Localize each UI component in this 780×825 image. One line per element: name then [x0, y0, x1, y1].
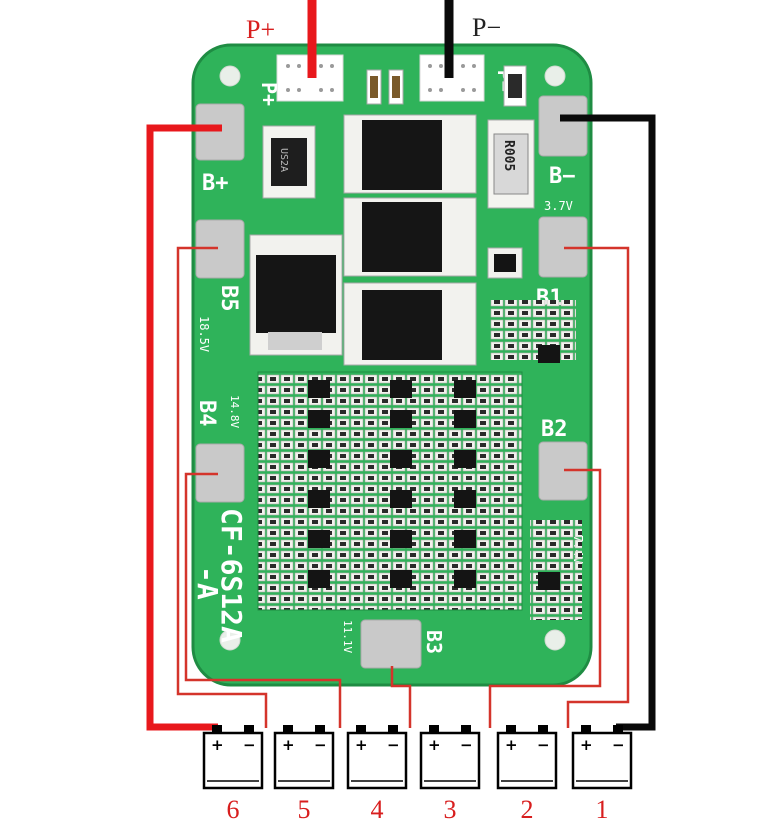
diode	[271, 138, 307, 186]
battery-cell-5: + − 5	[273, 725, 335, 824]
silk-p-plus: P+	[257, 82, 281, 106]
cell-number-label: 2	[521, 795, 534, 824]
cell-minus-sign: −	[612, 736, 625, 754]
mounting-hole	[219, 629, 241, 651]
shunt-label: R005	[501, 140, 516, 171]
silk-b3: B3	[422, 630, 446, 654]
cell-positive-terminal	[283, 725, 293, 733]
transistor	[538, 572, 560, 590]
cell-minus-sign: −	[243, 736, 256, 754]
wire-b1	[564, 246, 630, 728]
b-minus-wire	[560, 114, 656, 731]
cell-plus-sign: +	[211, 736, 224, 754]
balance-wires	[176, 246, 630, 728]
mounting-hole	[544, 65, 566, 87]
cell-negative-terminal	[315, 725, 325, 733]
silk-b2: B2	[541, 417, 568, 442]
pad-b-minus	[538, 95, 588, 157]
silk-model-line2: -A	[191, 566, 224, 600]
mosfet	[362, 290, 442, 360]
cell-body	[571, 731, 633, 790]
cell-minus-sign: −	[537, 736, 550, 754]
cell-plus-sign: +	[505, 736, 518, 754]
cell-negative-terminal	[461, 725, 471, 733]
mosfet	[362, 120, 442, 190]
cell-plus-sign: +	[428, 736, 441, 754]
battery-cell-3: + − 3	[419, 725, 481, 824]
diode-label: US2A	[278, 148, 289, 172]
balancing-ics	[308, 380, 476, 588]
battery-cell-6: + − 6	[202, 725, 264, 824]
cell-number-label: 5	[298, 795, 311, 824]
wire-b3	[390, 666, 412, 728]
cell-negative-terminal	[388, 725, 398, 733]
cell-plus-sign: +	[580, 736, 593, 754]
silk-voltage-14v8: 14.8V	[228, 395, 241, 428]
cell-positive-terminal	[506, 725, 516, 733]
battery-cells: + − 6 + − 5 + − 4 + − 3 + − 2 + − 1	[202, 725, 633, 824]
mounting-hole	[219, 65, 241, 87]
cell-plus-sign: +	[355, 736, 368, 754]
cell-minus-sign: −	[387, 736, 400, 754]
label-p-plus: P+	[246, 15, 275, 44]
cell-minus-sign: −	[314, 736, 327, 754]
wire-b5	[176, 246, 268, 728]
cell-body	[273, 731, 335, 790]
cell-number-label: 6	[227, 795, 240, 824]
silk-b-minus: B−	[549, 164, 576, 189]
cell-positive-terminal	[356, 725, 366, 733]
silk-b5: B5	[216, 285, 241, 312]
silk-model-line1: CF-6S12A	[215, 508, 248, 643]
main-wires	[146, 0, 656, 731]
pad-b3	[360, 619, 422, 669]
mosfet-group	[249, 114, 477, 366]
cell-number-label: 3	[444, 795, 457, 824]
battery-cell-1: + − 1	[571, 725, 633, 824]
cell-number-label: 4	[371, 795, 384, 824]
mounting-hole	[544, 629, 566, 651]
battery-cell-2: + − 2	[496, 725, 558, 824]
cell-number-label: 1	[596, 795, 609, 824]
pad-b-plus	[195, 103, 245, 161]
label-p-minus: P−	[472, 13, 501, 42]
silk-voltage-3v7: 3.7V	[544, 199, 573, 213]
cell-negative-terminal	[538, 725, 548, 733]
resistor-array	[490, 300, 576, 360]
cell-positive-terminal	[212, 725, 222, 733]
mosfet	[362, 202, 442, 272]
silk-b-plus: B+	[202, 171, 229, 196]
mosfet	[256, 255, 336, 333]
resistor-array	[530, 520, 582, 620]
cell-body	[346, 731, 408, 790]
cell-positive-terminal	[429, 725, 439, 733]
silk-voltage-11v1: 11.1V	[341, 620, 354, 653]
wire-b2	[488, 468, 602, 728]
battery-cell-4: + − 4	[346, 725, 408, 824]
cell-body	[202, 731, 264, 790]
transistor	[538, 345, 560, 363]
silk-voltage-18v5: 18.5V	[197, 316, 211, 352]
b-plus-wire	[146, 124, 222, 731]
cell-negative-terminal	[613, 725, 623, 733]
pcb-board: P+ P− B+ B− 3.7V US2A	[191, 43, 593, 687]
wire-b4	[184, 472, 342, 728]
cell-body	[496, 731, 558, 790]
cell-plus-sign: +	[282, 736, 295, 754]
cell-minus-sign: −	[460, 736, 473, 754]
cell-body	[419, 731, 481, 790]
cell-negative-terminal	[244, 725, 254, 733]
silk-b4: B4	[194, 400, 219, 427]
cell-positive-terminal	[581, 725, 591, 733]
